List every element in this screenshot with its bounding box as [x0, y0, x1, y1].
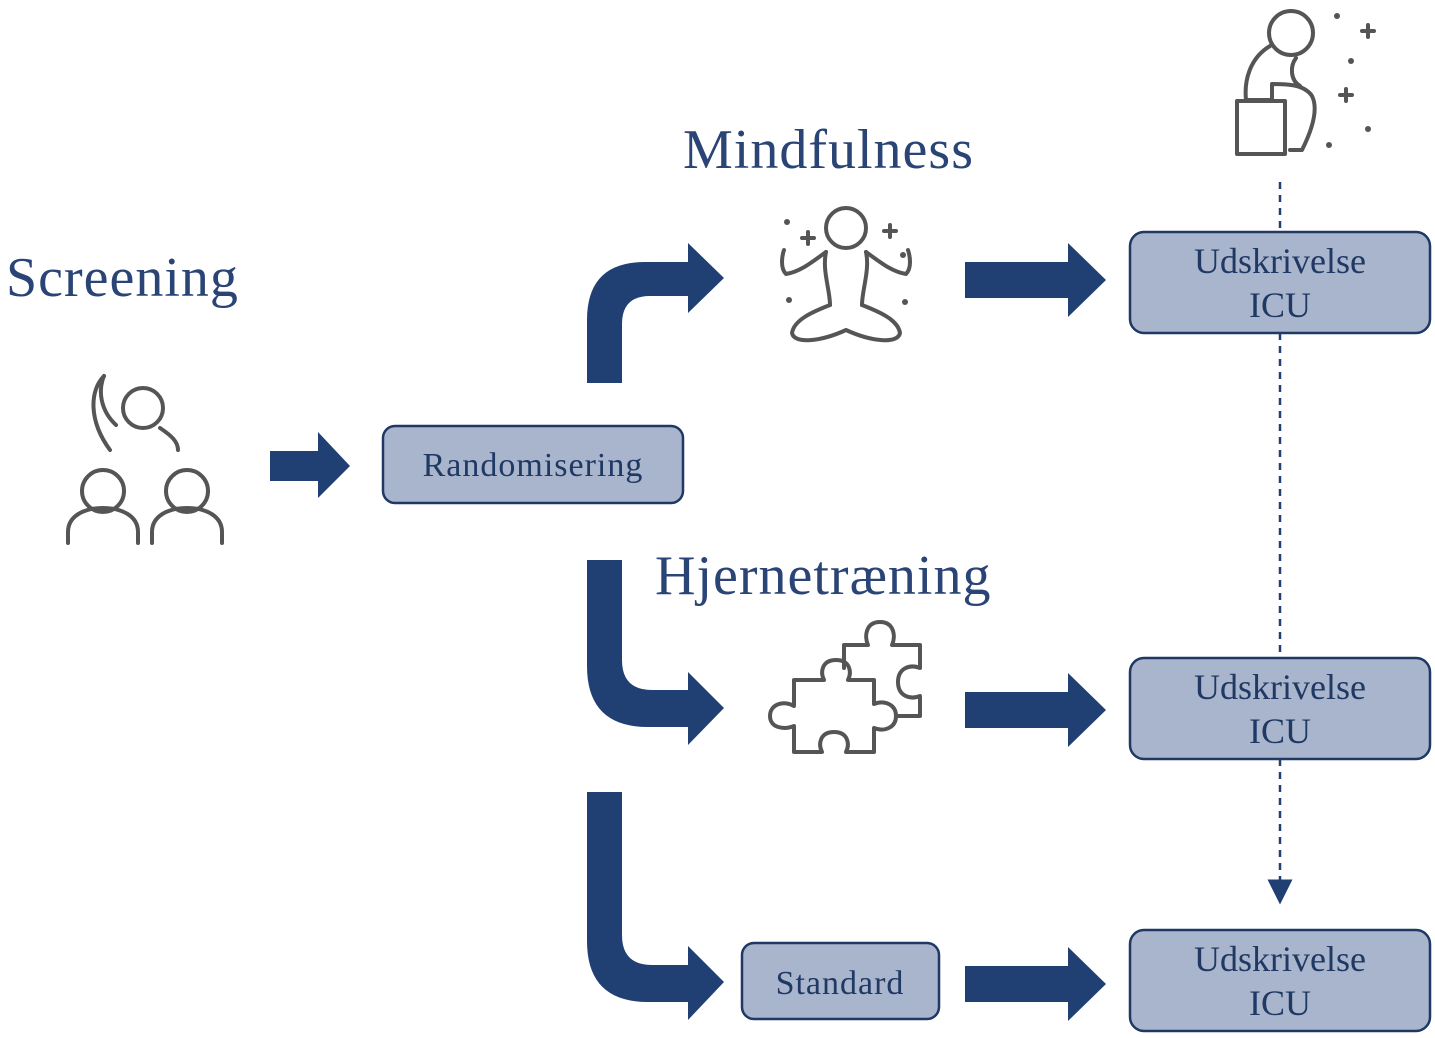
- brain-training-heading: Hjernetræning: [655, 545, 991, 607]
- discharge-label-3-line1: Udskrivelse: [1194, 939, 1366, 979]
- arrow-mindfulness-to-discharge: [965, 243, 1106, 317]
- randomization-box: [381, 424, 685, 505]
- arrow-randomization-to-mindfulness: [587, 243, 724, 383]
- arrow-randomization-to-standard: [587, 792, 724, 1020]
- meditating-person-icon: [780, 206, 912, 343]
- people-raising-hand-icon: [66, 374, 224, 545]
- standard-label: Standard: [776, 965, 905, 1002]
- arrow-brain-training-to-discharge: [965, 673, 1106, 747]
- mindfulness-heading: Mindfulness: [683, 119, 974, 181]
- discharge-label-2-line2: ICU: [1249, 711, 1311, 751]
- discharge-label-2-line1: Udskrivelse: [1194, 667, 1366, 707]
- discharge-icu-box-3: [1128, 928, 1432, 1033]
- randomization-label: Randomisering: [423, 447, 644, 484]
- thinking-person-icon: [1235, 9, 1376, 156]
- screening-heading: Screening: [6, 247, 239, 309]
- discharge-label-1-line2: ICU: [1249, 285, 1311, 325]
- standard-box: [740, 941, 941, 1021]
- puzzle-pieces-icon: [768, 620, 922, 754]
- discharge-label-1-line1: Udskrivelse: [1194, 241, 1366, 281]
- arrow-standard-to-discharge: [965, 947, 1106, 1021]
- arrow-randomization-to-brain-training: [587, 560, 724, 745]
- arrow-screening-to-randomization: [270, 432, 350, 498]
- discharge-label-3-line2: ICU: [1249, 983, 1311, 1023]
